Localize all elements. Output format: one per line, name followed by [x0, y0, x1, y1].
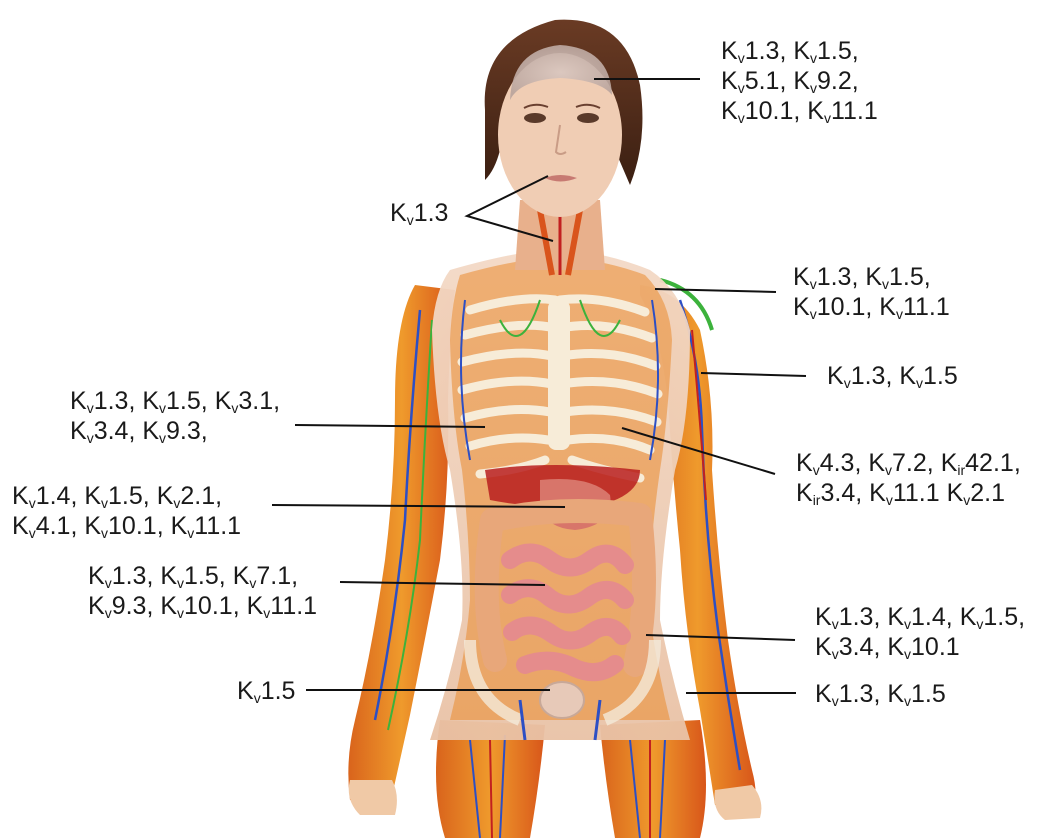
channel-name: Kv1.4,: [12, 482, 84, 510]
channel-name: Kv5.1,: [721, 67, 793, 95]
channel-name: Kv1.3,: [70, 387, 142, 415]
label-line: Kv9.3, Kv10.1, Kv11.1: [88, 591, 317, 621]
channel-name: Kv7.2,: [868, 449, 940, 477]
channel-name: Kv1.3,: [815, 680, 887, 708]
channel-name: Kv1.5,: [960, 603, 1025, 631]
label-line: Kv1.3, Kv1.5, Kv3.1,: [70, 386, 280, 416]
label-stomach: Kv1.4, Kv1.5, Kv2.1,Kv4.1, Kv10.1, Kv11.…: [12, 481, 241, 541]
channel-name: Kv9.3,: [88, 592, 160, 620]
channel-name: Kv1.3,: [88, 562, 160, 590]
label-line: Kv10.1, Kv11.1: [793, 292, 950, 322]
channel-name: Kv1.3,: [815, 603, 887, 631]
label-line: Kv4.3, Kv7.2, Kir42.1,: [796, 448, 1021, 478]
channel-name: Kv1.3,: [721, 37, 793, 65]
label-line: Kv1.3, Kv1.5,: [793, 262, 950, 292]
channel-name: Kv1.3,: [827, 362, 899, 390]
label-hip: Kv1.3, Kv1.4, Kv1.5,Kv3.4, Kv10.1: [815, 602, 1025, 662]
label-line: Kv10.1, Kv11.1: [721, 96, 878, 126]
channel-name: Kv1.3: [390, 199, 448, 227]
channel-name: Kv11.1: [247, 592, 318, 620]
channel-name: Kv1.5,: [160, 562, 232, 590]
channel-name: Kv10.1,: [793, 293, 879, 321]
channel-name: Kv4.1,: [12, 512, 84, 540]
channel-name: Kv3.4,: [70, 417, 142, 445]
channel-name: Kv10.1,: [721, 97, 807, 125]
channel-name: Kv1.3,: [793, 263, 865, 291]
label-brain: Kv1.3, Kv1.5,Kv5.1, Kv9.2,Kv10.1, Kv11.1: [721, 36, 878, 126]
channel-name: Kv9.2,: [793, 67, 858, 95]
label-line: Kir3.4, Kv11.1 Kv2.1: [796, 478, 1021, 508]
channel-name: Kv1.5,: [84, 482, 156, 510]
label-line: Kv1.3, Kv1.5: [827, 361, 958, 391]
leader-shoulder: [655, 289, 776, 292]
channel-name: Kv3.1,: [215, 387, 280, 415]
label-line: Kv5.1, Kv9.2,: [721, 66, 878, 96]
label-thigh: Kv1.3, Kv1.5: [815, 679, 946, 709]
label-lung: Kv4.3, Kv7.2, Kir42.1,Kir3.4, Kv11.1 Kv2…: [796, 448, 1021, 508]
label-line: Kv1.4, Kv1.5, Kv2.1,: [12, 481, 241, 511]
channel-name: Kv11.1: [171, 512, 242, 540]
channel-name: Kv11.1: [807, 97, 878, 125]
channel-name: Kir42.1,: [941, 449, 1021, 477]
channel-name: Kv1.5,: [865, 263, 930, 291]
channel-name: Kv2.1: [947, 479, 1005, 507]
label-shoulder: Kv1.3, Kv1.5,Kv10.1, Kv11.1: [793, 262, 950, 322]
label-line: Kv3.4, Kv9.3,: [70, 416, 280, 446]
channel-name: Kv1.5,: [142, 387, 214, 415]
channel-name: Kv10.1: [887, 633, 959, 661]
head: [485, 20, 643, 217]
channel-name: Kv2.1,: [157, 482, 222, 510]
label-neck: Kv1.3: [390, 198, 448, 228]
channel-name: Kv1.5,: [793, 37, 858, 65]
label-intestine: Kv1.3, Kv1.5, Kv7.1,Kv9.3, Kv10.1, Kv11.…: [88, 561, 317, 621]
channel-name: Kv10.1,: [160, 592, 246, 620]
label-line: Kv1.5: [237, 676, 295, 706]
label-line: Kv1.3, Kv1.5,: [721, 36, 878, 66]
channel-name: Kv1.5: [237, 677, 295, 705]
label-bladder: Kv1.5: [237, 676, 295, 706]
label-arm: Kv1.3, Kv1.5: [827, 361, 958, 391]
channel-name: Kv10.1,: [84, 512, 170, 540]
channel-name: Kv9.3,: [142, 417, 207, 445]
label-heart: Kv1.3, Kv1.5, Kv3.1,Kv3.4, Kv9.3,: [70, 386, 280, 446]
label-line: Kv1.3: [390, 198, 448, 228]
label-line: Kv1.3, Kv1.5: [815, 679, 946, 709]
channel-name: Kir3.4,: [796, 479, 869, 507]
channel-name: Kv1.5: [887, 680, 945, 708]
channel-name: Kv1.4,: [887, 603, 959, 631]
channel-name: Kv4.3,: [796, 449, 868, 477]
label-line: Kv1.3, Kv1.4, Kv1.5,: [815, 602, 1025, 632]
bladder: [540, 682, 584, 718]
label-line: Kv4.1, Kv10.1, Kv11.1: [12, 511, 241, 541]
channel-name: Kv7.1,: [233, 562, 298, 590]
label-line: Kv3.4, Kv10.1: [815, 632, 1025, 662]
channel-name: Kv3.4,: [815, 633, 887, 661]
channel-name: Kv1.5: [899, 362, 957, 390]
label-line: Kv1.3, Kv1.5, Kv7.1,: [88, 561, 317, 591]
channel-name: Kv11.1: [879, 293, 950, 321]
sternum: [548, 300, 570, 450]
leader-arm: [701, 373, 806, 376]
channel-name: Kv11.1: [869, 479, 946, 507]
